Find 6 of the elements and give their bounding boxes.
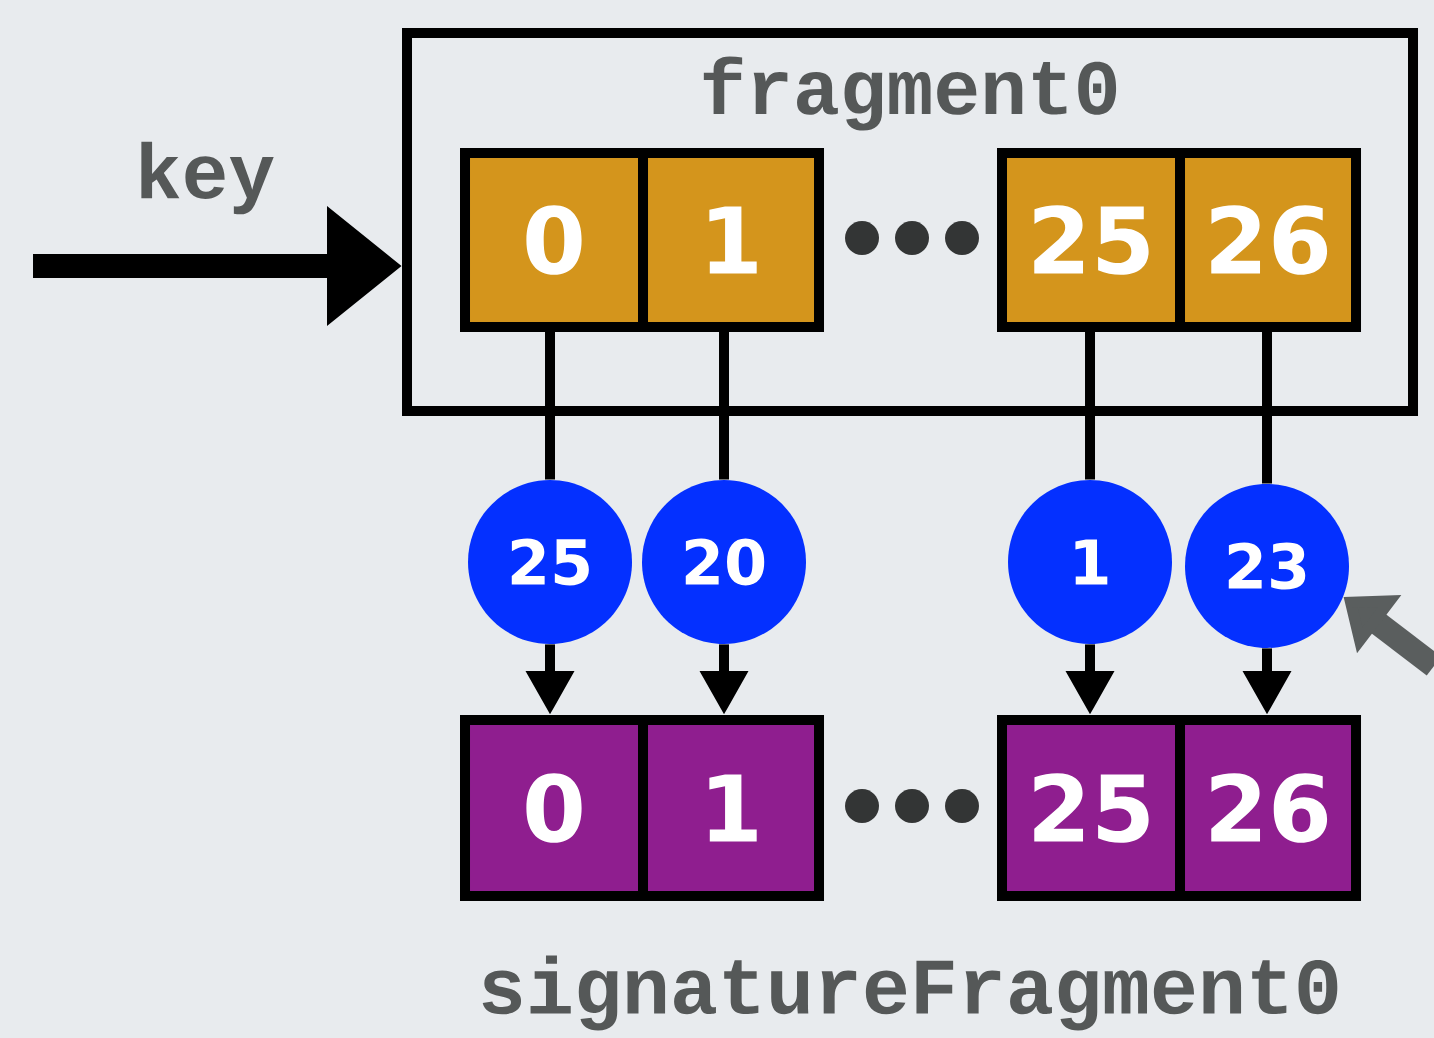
edge-label: key [141, 141, 274, 215]
connector-line [719, 332, 729, 480]
connector-line [545, 332, 555, 480]
connector-line [1262, 332, 1272, 484]
connector-line [1085, 332, 1095, 480]
array-caption: signatureFragment0 [482, 955, 1338, 1031]
